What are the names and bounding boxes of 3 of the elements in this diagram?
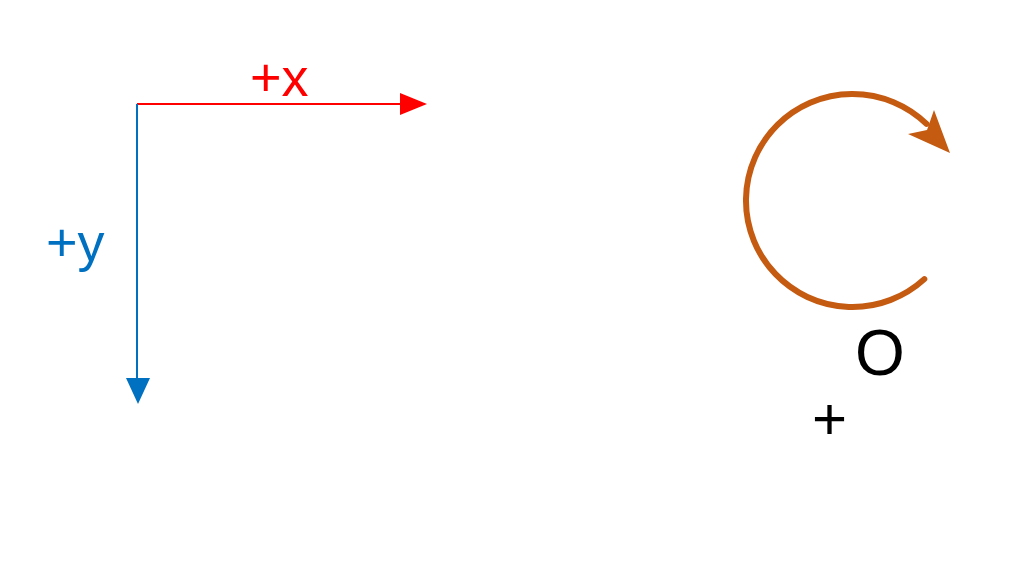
text-label: + xyxy=(812,389,848,449)
text-label: O xyxy=(855,321,905,385)
axis-label: +x xyxy=(250,50,309,104)
